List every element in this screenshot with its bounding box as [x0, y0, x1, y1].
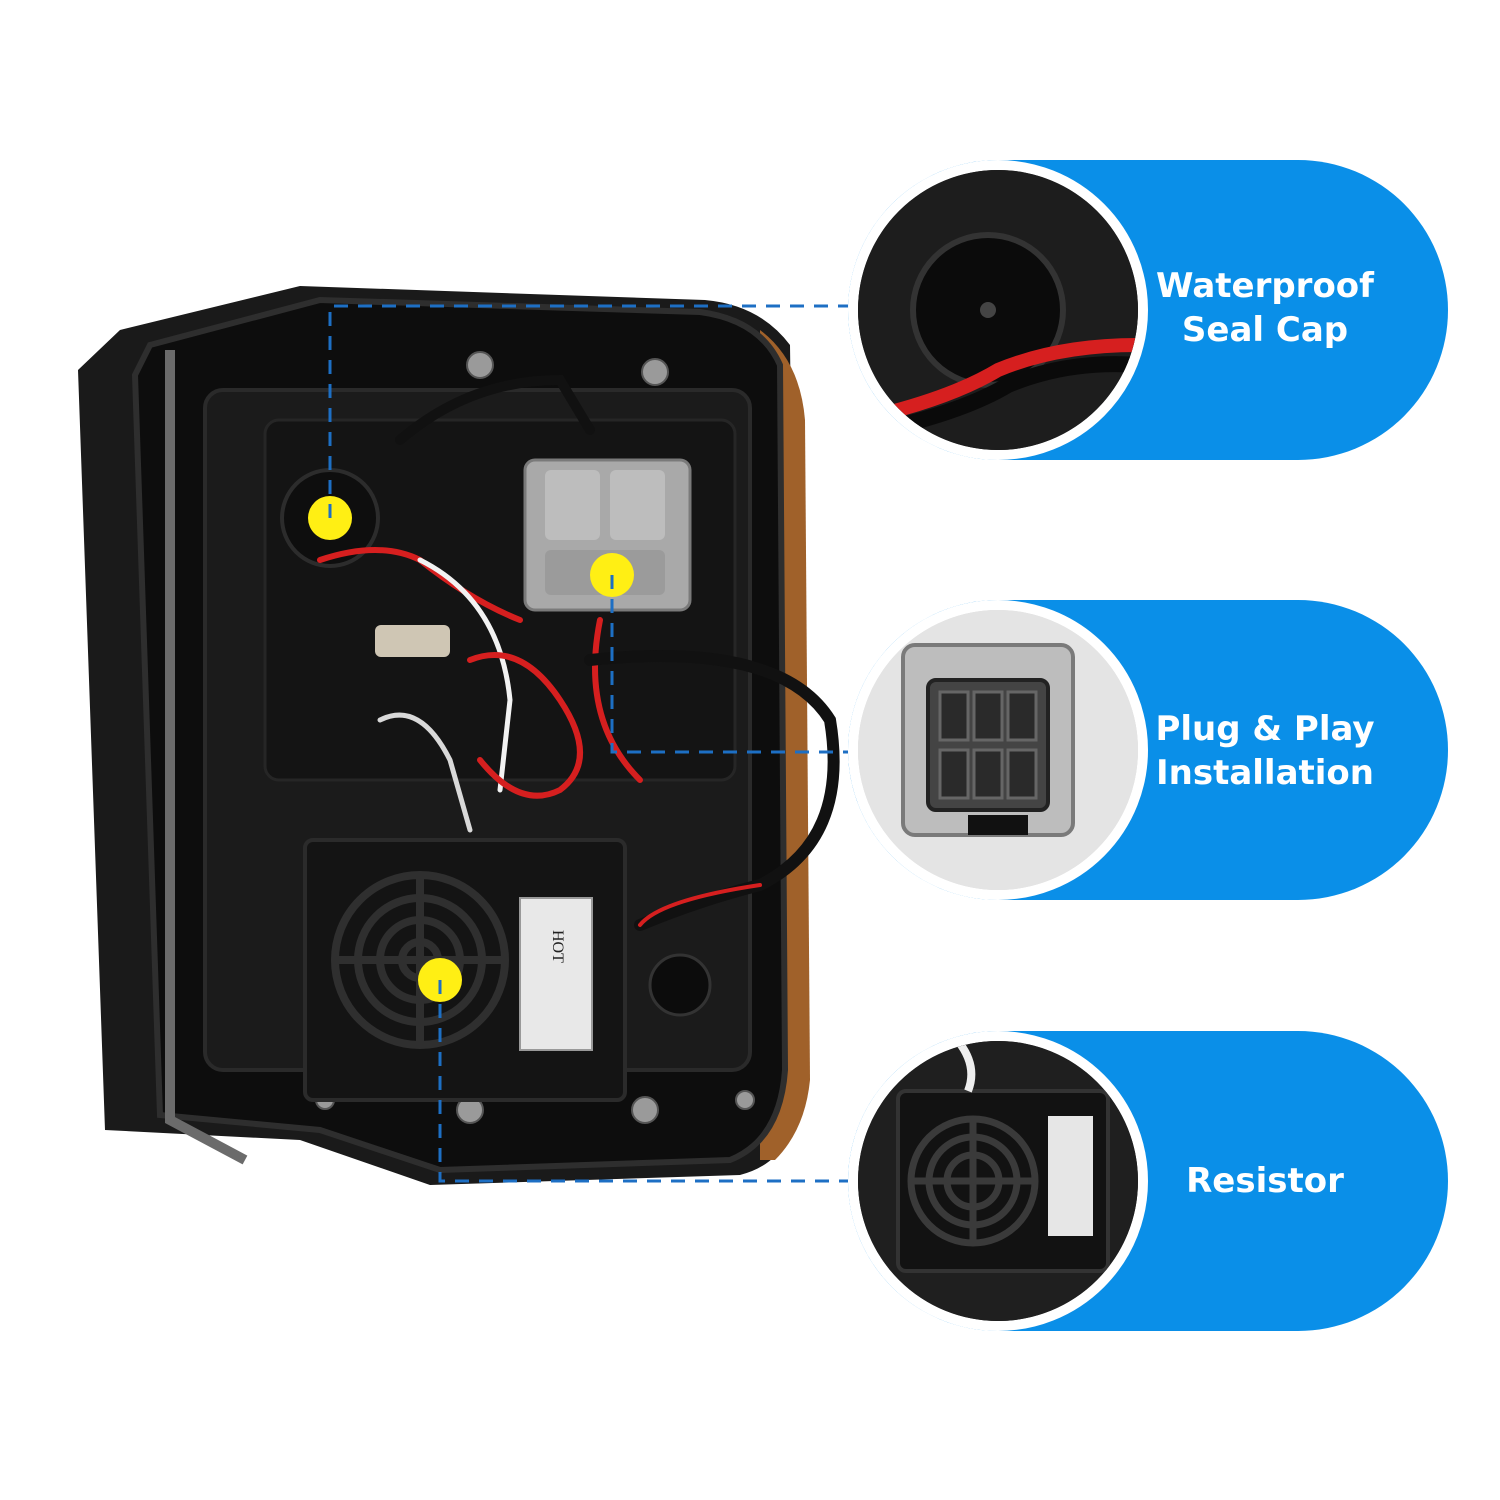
resistor-label-hot: HOT: [549, 930, 566, 963]
label-line2: Installation: [1155, 753, 1374, 793]
callout-label-waterproof: Waterproof Seal Cap: [1130, 264, 1400, 352]
chrome-strip: [165, 350, 248, 1165]
callout-label-plug-play: Plug & Play Installation: [1130, 707, 1400, 795]
resistor-closeup-image: [848, 1031, 1148, 1331]
seal-cap-closeup-image: [848, 160, 1148, 460]
screws: [315, 351, 755, 1124]
connector-closeup-image: [848, 600, 1148, 900]
resistor-box: [303, 838, 627, 1102]
label-line1: Resistor: [1186, 1161, 1344, 1201]
callout-label-resistor: Resistor: [1130, 1159, 1400, 1203]
connector-icon: [858, 610, 1138, 890]
label-line1: Plug & Play: [1155, 709, 1375, 749]
small-white-connector: [375, 625, 450, 657]
label-line2: Seal Cap: [1181, 310, 1349, 350]
leader-lines: [328, 304, 848, 1183]
seal-cap-icon: [858, 170, 1138, 450]
resistor-grommet: [648, 953, 712, 1017]
resistor-icon: [858, 1041, 1138, 1321]
gray-connector: [523, 458, 692, 612]
wiring: [317, 374, 840, 931]
label-line1: Waterproof: [1156, 266, 1374, 306]
